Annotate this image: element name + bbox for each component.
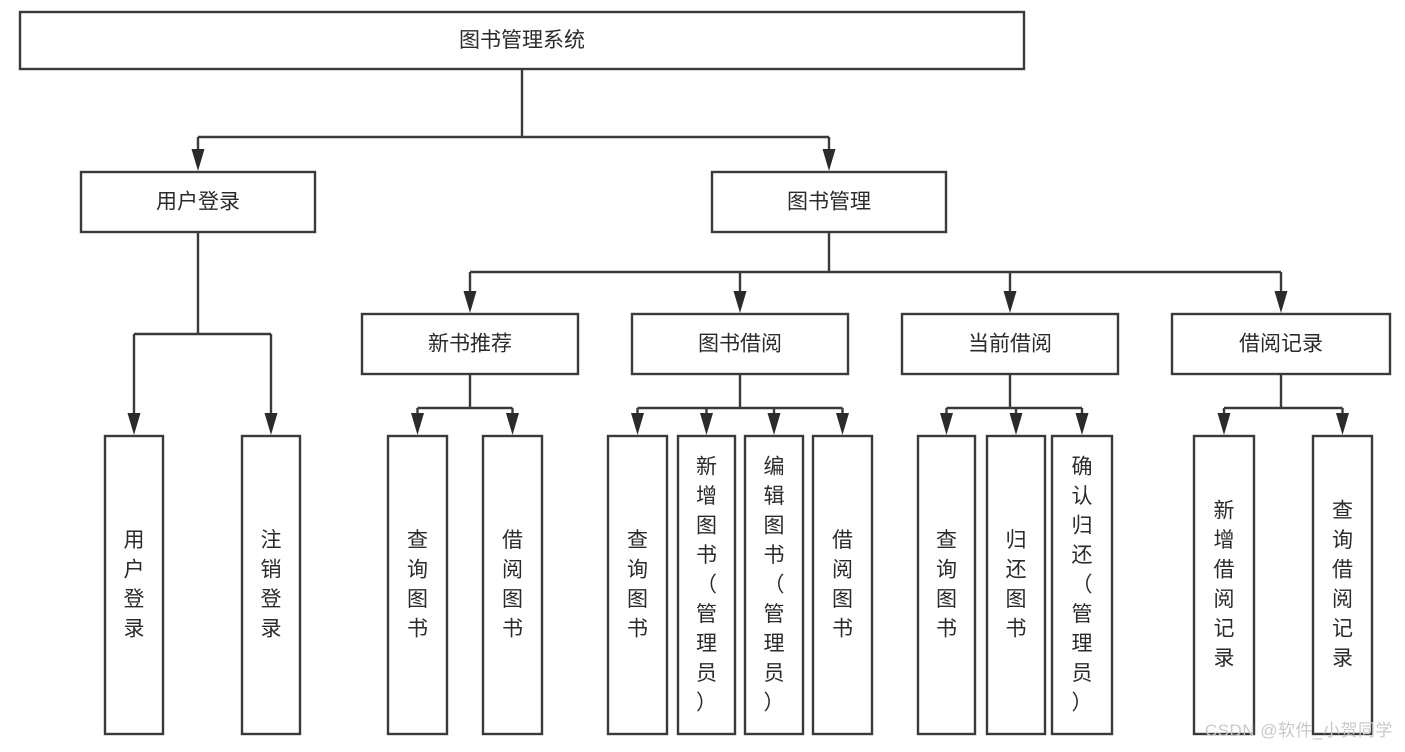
node-label: 查询图书 [936, 529, 957, 641]
arrow-head-icon [700, 413, 713, 435]
arrow-head-icon [127, 413, 141, 435]
node-leaf-user-login[interactable]: 用户登录 [103, 434, 165, 736]
node-box[interactable] [916, 434, 977, 736]
connector-group [940, 374, 1089, 435]
node-label: 图书管理 [787, 191, 871, 214]
node-leaf-user-logout[interactable]: 注销登录 [240, 434, 302, 736]
node-box[interactable] [811, 434, 874, 736]
arrow-head-icon [631, 413, 644, 435]
connector-group [631, 374, 849, 435]
watermark-label: CSDN @软件_小贺同学 [1204, 721, 1393, 740]
arrow-head-icon [463, 291, 477, 313]
node-box[interactable] [1192, 434, 1256, 736]
node-box[interactable] [606, 434, 669, 736]
node-label: 用户登录 [124, 529, 145, 641]
node-label: 归还图书 [1006, 529, 1027, 641]
arrow-head-icon [411, 413, 424, 435]
node-label: 借阅记录 [1239, 333, 1323, 356]
node-label: 新增图书（管理员） [696, 455, 717, 714]
node-current[interactable]: 当前借阅 [900, 312, 1120, 376]
node-leaf-new-borrow[interactable]: 借阅图书 [481, 434, 544, 736]
node-box[interactable] [1050, 434, 1114, 736]
node-leaf-current-query[interactable]: 查询图书 [916, 434, 977, 736]
node-box[interactable] [240, 434, 302, 736]
arrow-head-icon [264, 413, 278, 435]
node-bookmgmt[interactable]: 图书管理 [710, 170, 948, 234]
node-label: 新书推荐 [428, 333, 512, 356]
node-layer: 图书管理系统用户登录图书管理新书推荐图书借阅当前借阅借阅记录用户登录注销登录查询… [18, 10, 1392, 736]
arrow-head-icon [1075, 413, 1089, 435]
connector-group [463, 232, 1288, 313]
node-label: 查询图书 [407, 529, 428, 641]
arrow-head-icon [733, 291, 747, 313]
connector-group [191, 69, 836, 171]
node-leaf-current-return[interactable]: 归还图书 [985, 434, 1047, 736]
node-box[interactable] [18, 10, 1026, 71]
arrow-head-icon [822, 149, 836, 171]
node-records[interactable]: 借阅记录 [1170, 312, 1392, 376]
node-leaf-current-confirm[interactable]: 确认归还（管理员） [1050, 434, 1114, 736]
node-leaf-borrow-add[interactable]: 新增图书（管理员） [676, 434, 737, 736]
node-label: 当前借阅 [968, 333, 1052, 356]
node-box[interactable] [481, 434, 544, 736]
arrow-head-icon [836, 413, 849, 435]
node-label: 新增借阅记录 [1214, 500, 1235, 671]
arrow-head-icon [506, 413, 519, 435]
arrow-head-icon [940, 413, 953, 435]
node-label: 确认归还（管理员） [1072, 455, 1093, 714]
node-label: 用户登录 [156, 191, 240, 214]
arrow-head-icon [1336, 413, 1349, 435]
node-box[interactable] [1170, 312, 1392, 376]
connector-layer [127, 69, 1349, 435]
node-box[interactable] [985, 434, 1047, 736]
arrow-head-icon [1009, 413, 1023, 435]
connector-group [1217, 374, 1349, 435]
node-box[interactable] [79, 170, 317, 234]
node-label: 编辑图书（管理员） [764, 455, 785, 714]
node-box[interactable] [900, 312, 1120, 376]
node-label: 注销登录 [261, 529, 282, 641]
node-box[interactable] [630, 312, 850, 376]
node-box[interactable] [710, 170, 948, 234]
node-newbook[interactable]: 新书推荐 [360, 312, 580, 376]
node-borrow[interactable]: 图书借阅 [630, 312, 850, 376]
node-box[interactable] [360, 312, 580, 376]
arrow-head-icon [1274, 291, 1288, 313]
node-leaf-record-query[interactable]: 查询借阅记录 [1311, 434, 1374, 736]
arrow-head-icon [767, 413, 781, 435]
connector-group [127, 232, 278, 435]
node-box[interactable] [676, 434, 737, 736]
node-label: 查询借阅记录 [1332, 500, 1353, 671]
node-label: 借阅图书 [502, 529, 523, 641]
node-box[interactable] [743, 434, 805, 736]
node-label: 查询图书 [627, 529, 648, 641]
node-leaf-borrow-query[interactable]: 查询图书 [606, 434, 669, 736]
node-box[interactable] [386, 434, 449, 736]
arrow-head-icon [1003, 291, 1017, 313]
node-box[interactable] [1311, 434, 1374, 736]
node-label: 图书管理系统 [459, 29, 585, 52]
node-label: 图书借阅 [698, 333, 782, 356]
node-leaf-borrow-edit[interactable]: 编辑图书（管理员） [743, 434, 805, 736]
node-leaf-new-query[interactable]: 查询图书 [386, 434, 449, 736]
node-box[interactable] [103, 434, 165, 736]
connector-group [411, 374, 519, 435]
node-leaf-record-add[interactable]: 新增借阅记录 [1192, 434, 1256, 736]
node-login[interactable]: 用户登录 [79, 170, 317, 234]
node-label: 借阅图书 [832, 529, 853, 641]
arrow-head-icon [191, 149, 205, 171]
arrow-head-icon [1217, 413, 1231, 435]
node-root[interactable]: 图书管理系统 [18, 10, 1026, 71]
node-leaf-borrow-lend[interactable]: 借阅图书 [811, 434, 874, 736]
